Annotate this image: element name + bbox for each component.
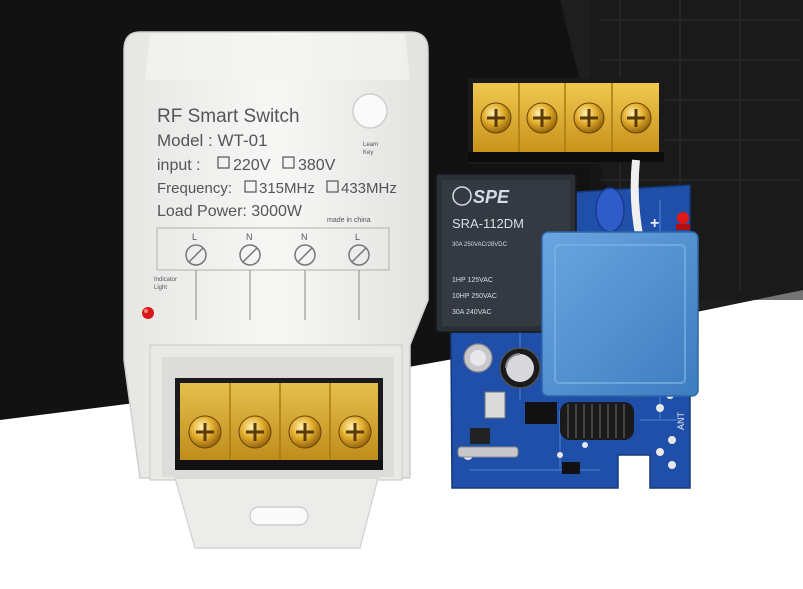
checkbox-433mhz: [326, 180, 339, 193]
load-power-label: Load Power: 3000W: [157, 203, 303, 220]
input-380v: 380V: [298, 157, 336, 174]
checkbox-380v: [282, 156, 295, 169]
ant-label: ANT: [676, 411, 686, 430]
indicator-led: [142, 307, 154, 319]
relay-spec-4: 30A 240VAC: [452, 309, 492, 316]
relay-spec-3: 10HP 250VAC: [452, 293, 497, 300]
made-in-label: made in china: [327, 217, 371, 224]
terminal-screws: [188, 415, 372, 449]
indicator-label-1: Indicator: [154, 277, 177, 283]
freq-433mhz: 433MHz: [341, 180, 397, 197]
transformer: [541, 231, 699, 397]
relay-brand: SPE: [473, 187, 510, 207]
pcb-board: [435, 78, 699, 489]
terminal-label-l1: L: [192, 232, 197, 242]
mounting-slot: [249, 506, 309, 526]
freq-315mhz: 315MHz: [259, 180, 315, 197]
terminal-label-l2: L: [355, 232, 360, 242]
antenna-coil: [560, 402, 634, 440]
model-label: Model : WT-01: [157, 131, 268, 150]
indicator-label-2: Light: [154, 285, 167, 291]
terminal-label-n1: N: [246, 232, 253, 242]
relay-spec-2: 1HP 125VAC: [452, 277, 493, 284]
learn-key-label-1: Learn: [363, 142, 378, 148]
product-title: RF Smart Switch: [157, 106, 300, 127]
learn-key-label-2: Key: [363, 150, 373, 156]
terminal-label-n2: N: [301, 232, 308, 242]
input-label: input :: [157, 157, 201, 174]
pcb-labels: + ANT: [650, 215, 686, 430]
relay-labels: SPE SRA-112DM 30A 250VAC/28VDC 1HP 125VA…: [452, 186, 524, 316]
relay-model: SRA-112DM: [452, 216, 524, 231]
relay-logo-icon: [452, 186, 472, 206]
relay-spec-1: 30A 250VAC/28VDC: [452, 242, 508, 248]
plus-sign: +: [650, 215, 659, 232]
checkbox-220v: [217, 156, 230, 169]
frequency-label: Frequency:: [157, 180, 232, 197]
bottom-terminal-block: [175, 378, 383, 470]
learn-key-button: [352, 93, 388, 129]
input-220v: 220V: [233, 157, 271, 174]
checkbox-315mhz: [244, 180, 257, 193]
housing-labels: RF Smart Switch Model : WT-01 input : 22…: [154, 106, 397, 291]
